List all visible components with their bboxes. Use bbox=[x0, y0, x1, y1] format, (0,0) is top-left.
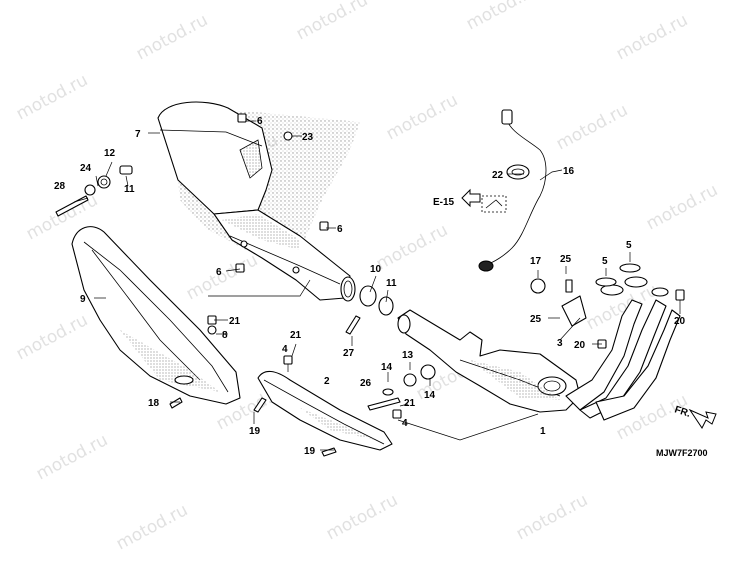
callout-4: 4 bbox=[282, 344, 288, 355]
watermark: motod.ru bbox=[553, 100, 631, 154]
callout-21c: 21 bbox=[404, 398, 416, 409]
front-label: FR. bbox=[673, 404, 692, 420]
watermark: motod.ru bbox=[383, 90, 461, 144]
watermark: motod.ru bbox=[133, 10, 211, 64]
callout-7: 7 bbox=[135, 129, 141, 140]
lower-heat-guard bbox=[257, 370, 393, 451]
callout-21: 21 bbox=[229, 316, 241, 327]
callout-18: 18 bbox=[148, 398, 160, 409]
callout-3: 3 bbox=[557, 338, 563, 349]
callout-12: 11 bbox=[124, 184, 135, 195]
callout-9: 9 bbox=[80, 294, 86, 305]
watermark: motod.ru bbox=[643, 180, 721, 234]
exhaust-pipe-assembly bbox=[397, 276, 681, 421]
leader-lines bbox=[73, 120, 681, 451]
clip-detail-box bbox=[481, 195, 507, 213]
watermark: motod.ru bbox=[323, 490, 401, 544]
callout-25: 25 bbox=[560, 254, 572, 265]
callout-4b: 4 bbox=[402, 418, 408, 429]
callout-28: 28 bbox=[54, 181, 66, 192]
o2-sensor-assembly bbox=[478, 109, 547, 272]
diagram-ref-code: MJW7F2700 bbox=[656, 448, 708, 458]
callout-14b: 14 bbox=[424, 390, 436, 401]
watermark: motod.ru bbox=[373, 220, 451, 274]
watermark: motod.ru bbox=[113, 500, 191, 554]
callout-11: 11 bbox=[386, 278, 397, 289]
callout-19: 19 bbox=[249, 426, 261, 437]
callout-20: 20 bbox=[574, 340, 586, 351]
callout-20b: 20 bbox=[674, 316, 686, 327]
callout-6: 6 bbox=[257, 116, 263, 127]
callout-14: 13 bbox=[402, 350, 414, 361]
callout-8: 8 bbox=[222, 330, 228, 341]
callout-6c: 6 bbox=[216, 267, 222, 278]
callout-22: 22 bbox=[492, 170, 504, 181]
callout-5: 5 bbox=[602, 256, 608, 267]
callout-10: 10 bbox=[370, 264, 382, 275]
callout-24: 24 bbox=[80, 163, 92, 174]
watermark: motod.ru bbox=[613, 10, 691, 64]
watermark: motod.ru bbox=[13, 70, 91, 124]
callout-5b: 5 bbox=[626, 240, 632, 251]
callout-16: 16 bbox=[563, 166, 575, 177]
front-direction-arrow: FR. bbox=[673, 404, 717, 429]
exhaust-side-cover bbox=[71, 226, 241, 405]
muffler-cover bbox=[157, 101, 360, 302]
callout-19b: 19 bbox=[304, 446, 316, 457]
callout-labels: 7 9 6 23 6 6 21 8 18 28 24 12 11 10 11 2… bbox=[54, 116, 686, 457]
watermark: motod.ru bbox=[463, 0, 541, 34]
section-ref-e15: E-15 bbox=[433, 188, 481, 208]
callout-6b: 6 bbox=[337, 224, 343, 235]
watermark: motod.ru bbox=[293, 0, 371, 44]
callout-25b: 25 bbox=[530, 314, 542, 325]
callout-21b: 21 bbox=[290, 330, 302, 341]
watermark: motod.ru bbox=[513, 490, 591, 544]
watermark: motod.ru bbox=[33, 430, 111, 484]
watermark: motod.ru bbox=[13, 310, 91, 364]
callout-23: 23 bbox=[302, 132, 314, 143]
callout-17: 17 bbox=[530, 256, 542, 267]
callout-27: 27 bbox=[343, 348, 355, 359]
callout-2: 2 bbox=[324, 376, 330, 387]
callout-13: 12 bbox=[104, 148, 116, 159]
callout-15: 14 bbox=[381, 362, 393, 373]
callout-1: 1 bbox=[540, 426, 546, 437]
section-ref-label: E-15 bbox=[433, 197, 455, 208]
callout-26: 26 bbox=[360, 378, 372, 389]
